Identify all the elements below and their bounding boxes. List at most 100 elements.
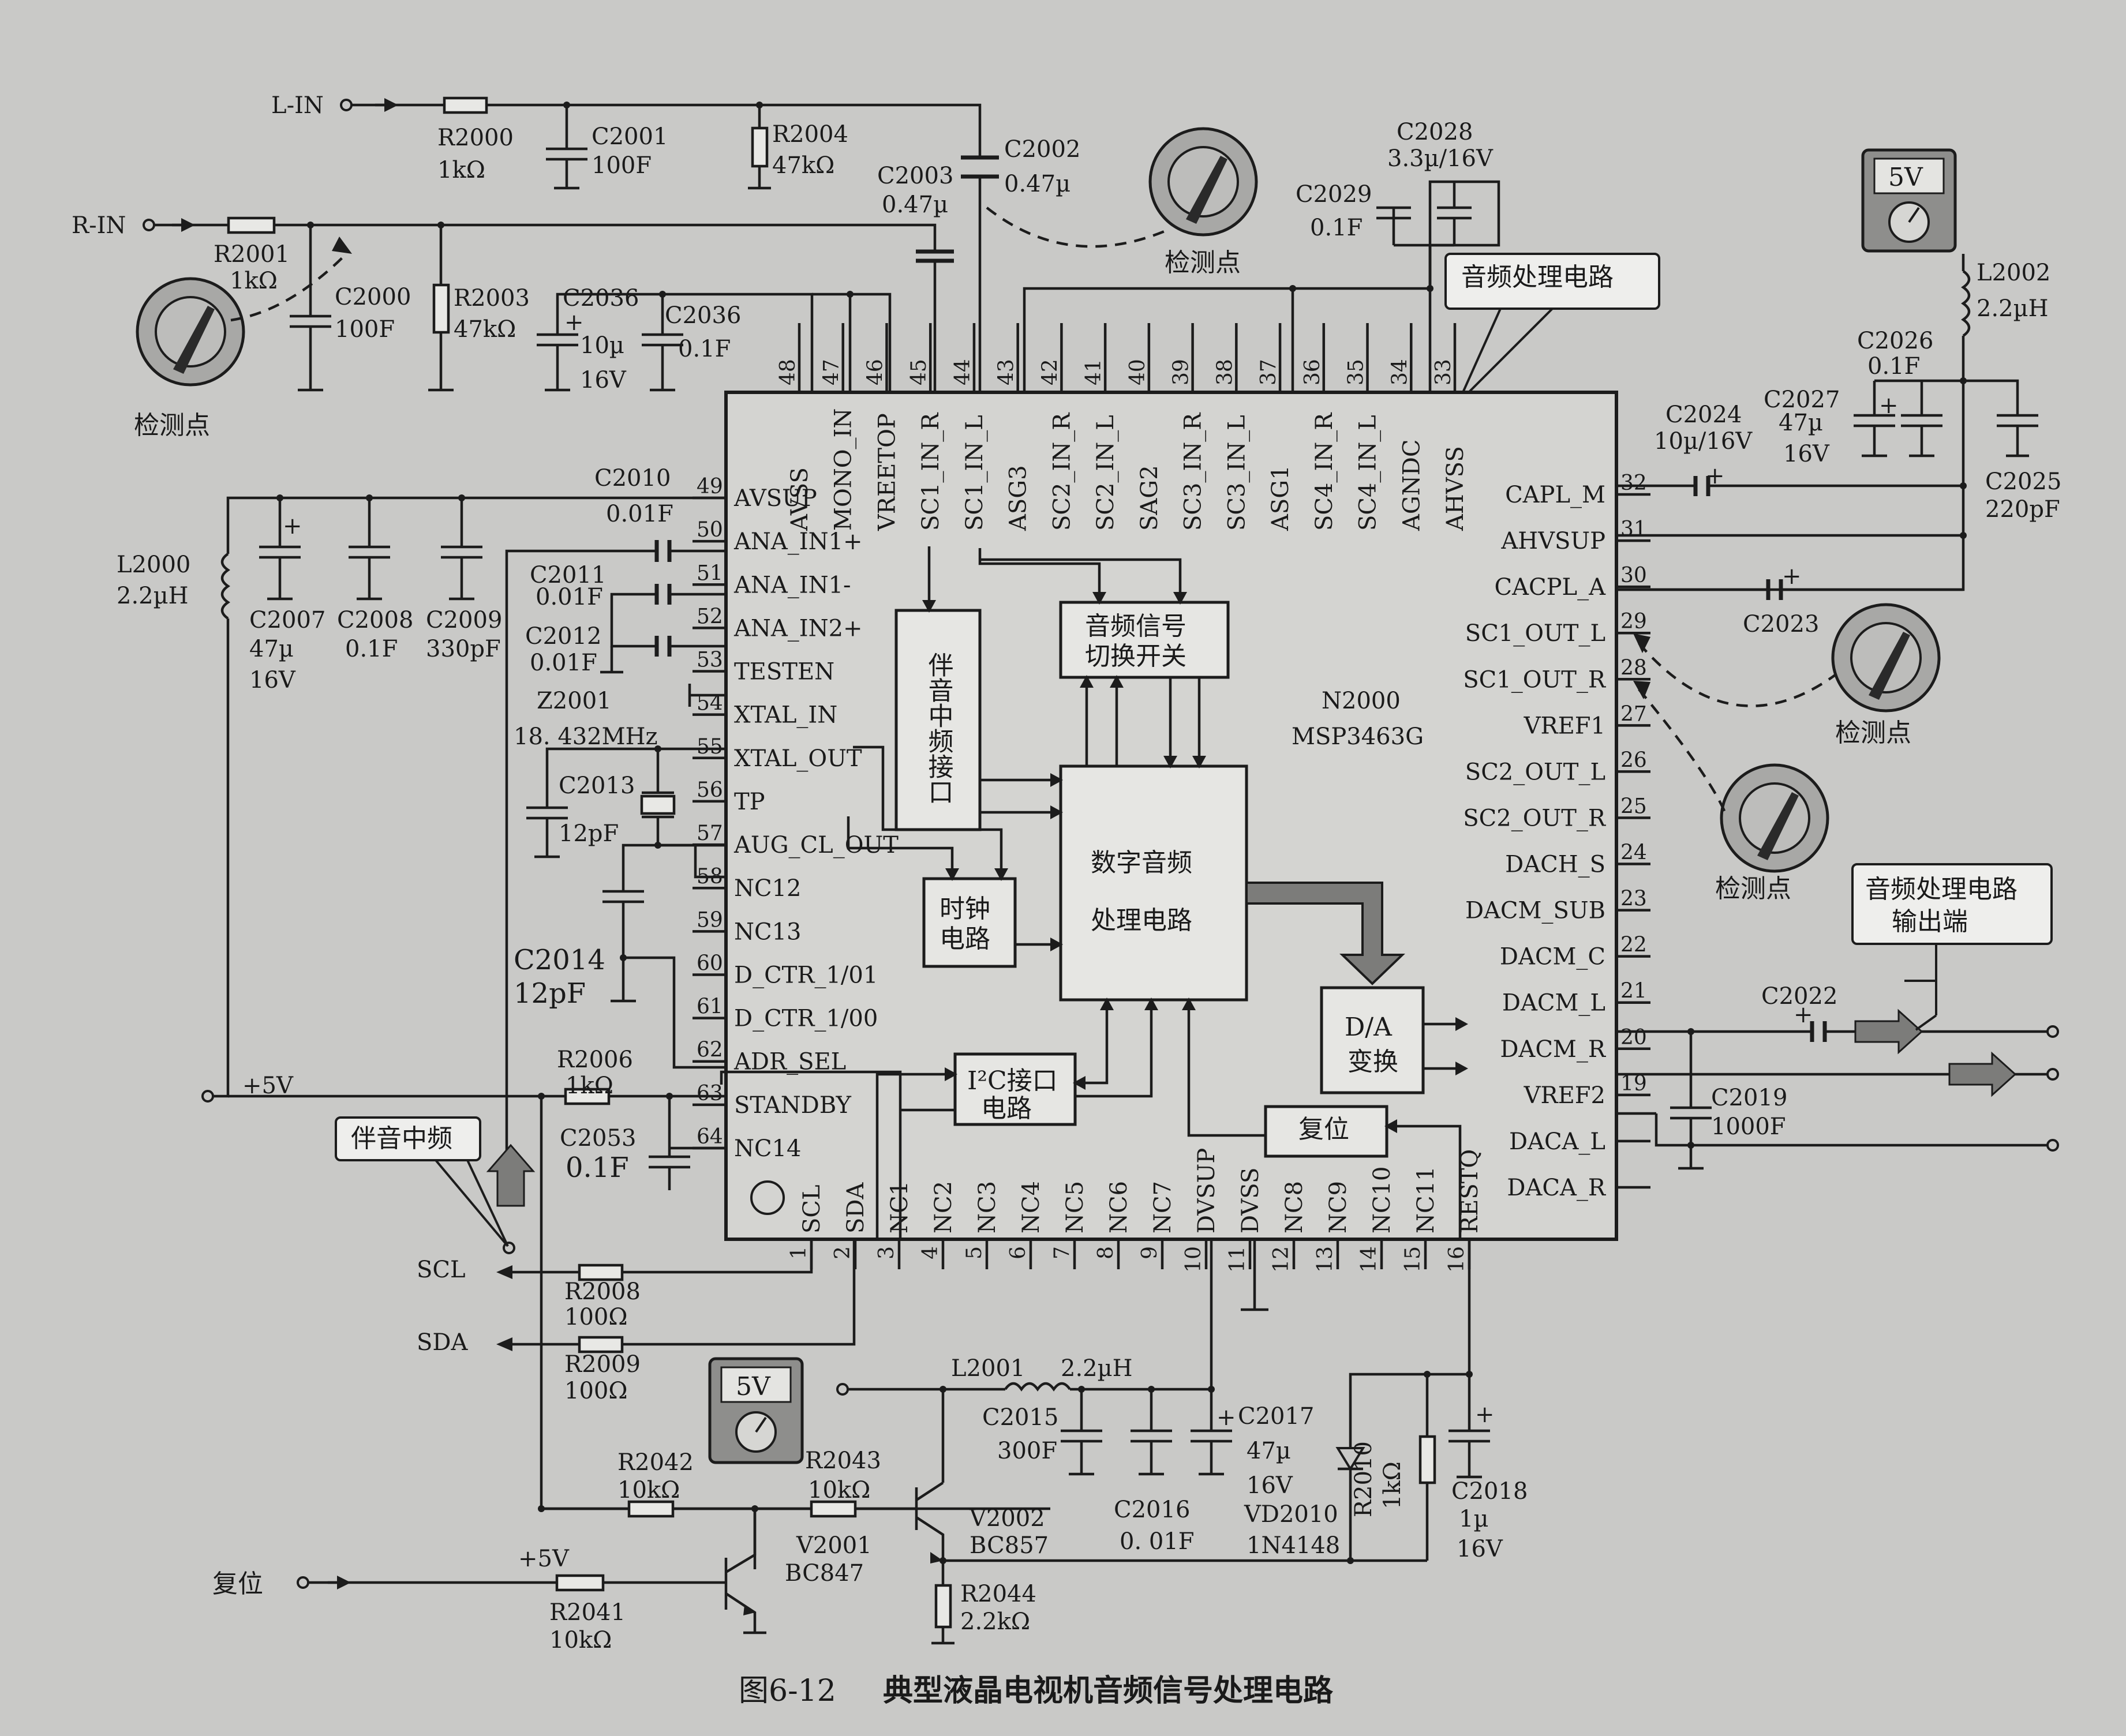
ic-pin-number: 7 xyxy=(1050,1246,1074,1259)
agndc-network xyxy=(1023,180,1500,392)
ic-pin-number: 4 xyxy=(919,1246,942,1259)
ic-pin-number: 51 xyxy=(697,561,723,585)
callout-audio-output-label-1: 音频处理电路 xyxy=(1865,875,2018,904)
probe-label-1: 检测点 xyxy=(134,411,210,440)
c2024-val: 10µ/16V xyxy=(1654,428,1753,455)
if-interface-label: 伴音中频接口 xyxy=(924,652,954,804)
c2016-val: 0. 01F xyxy=(1120,1528,1195,1555)
c2018-volt: 16V xyxy=(1457,1536,1503,1562)
vd2010-ref: VD2010 xyxy=(1244,1501,1338,1528)
l2002-ref: L2002 xyxy=(1977,260,2050,286)
ic-pins-bottom: 1SCL2SDA3NC14NC25NC36NC47NC58NC69NC710DV… xyxy=(787,1148,1483,1273)
c2018-ref: C2018 xyxy=(1451,1478,1528,1505)
ic-pin-name: DACA_L xyxy=(1509,1128,1605,1155)
c2014-ref: C2014 xyxy=(514,944,605,976)
ic-pin-number: 14 xyxy=(1357,1246,1381,1273)
ic-pin1-marker xyxy=(750,1180,785,1215)
c2029-val: 0.1F xyxy=(1310,215,1363,241)
ic-pin-number: 13 xyxy=(1313,1246,1337,1273)
multimeter-bottom xyxy=(708,1357,804,1464)
plus5v-label-left: +5V xyxy=(242,1073,294,1099)
ic-pin-number: 52 xyxy=(697,605,723,628)
ic-pin-name: AVSUP xyxy=(733,485,817,512)
probe-point-2 xyxy=(986,127,1258,248)
callout-audio-processing xyxy=(1444,253,1660,393)
ana-in-network xyxy=(505,540,726,1206)
c2036a-val: 10µ xyxy=(580,332,624,359)
ic-pin-name: NC13 xyxy=(734,918,802,945)
ic-pin-number: 38 xyxy=(1213,359,1237,385)
c2025-val: 220pF xyxy=(1985,496,2060,523)
ic-pin-number: 56 xyxy=(697,778,723,802)
ic-pin-number: 30 xyxy=(1620,564,1647,587)
ic-pin-name: DACA_R xyxy=(1507,1175,1606,1201)
ic-pin-number: 64 xyxy=(697,1125,723,1149)
vd2010-val: 1N4148 xyxy=(1247,1532,1340,1559)
ic-pin-name: SC1_OUT_R xyxy=(1463,666,1607,693)
ic-pin-name: DACM_L xyxy=(1502,990,1605,1017)
ic-pin-name: TP xyxy=(734,789,765,815)
l2002-val: 2.2µH xyxy=(1977,295,2049,322)
internal-signals xyxy=(720,546,1466,1239)
r2004-ref: R2004 xyxy=(772,121,848,148)
c2017-ref: C2017 xyxy=(1238,1403,1314,1430)
svg-text:+: + xyxy=(1475,1401,1495,1428)
c2027-val: 47µ xyxy=(1779,410,1823,436)
r2043-ref: R2043 xyxy=(805,1448,881,1474)
if-interface-block xyxy=(894,609,982,831)
plus5v-label-bottom: +5V xyxy=(518,1546,570,1572)
ic-pin-number: 37 xyxy=(1257,359,1281,385)
callout-if xyxy=(335,1116,536,1254)
ic-pin-name: D_CTR_1/01 xyxy=(734,962,878,988)
ic-pin-number: 47 xyxy=(820,359,844,385)
ic-pin-number: 43 xyxy=(995,359,1019,385)
c2009-val: 330pF xyxy=(426,636,501,662)
c2036-network: + xyxy=(537,291,892,392)
ic-pin-name: NC2 xyxy=(930,1181,957,1233)
ic-pin-name: NC9 xyxy=(1325,1181,1352,1233)
c2027-volt: 16V xyxy=(1783,441,1830,467)
ic-pin-number: 50 xyxy=(697,518,723,542)
ic-pin-number: 57 xyxy=(697,822,723,845)
audio-switch-label-1: 音频信号 xyxy=(1085,612,1186,641)
ic-pin-name: NC3 xyxy=(974,1181,1001,1233)
r2003-val: 47kΩ xyxy=(454,316,516,343)
reset-transistor-network xyxy=(297,1482,955,1645)
ic-pin-name: SC4_IN_R xyxy=(1311,412,1338,531)
l2001-val: 2.2µH xyxy=(1061,1355,1133,1382)
svg-text:+: + xyxy=(1217,1404,1236,1431)
internal-arrowheads xyxy=(922,592,1468,1133)
c2011-ref: C2011 xyxy=(530,562,606,588)
ic-pin-name: VREF2 xyxy=(1524,1082,1605,1109)
ic-pin-name: DVSS xyxy=(1237,1168,1264,1233)
output-network: + xyxy=(1616,1002,2059,1170)
ic-pin-number: 31 xyxy=(1620,518,1647,541)
ic-pin-number: 49 xyxy=(697,475,723,498)
ic-pin-name: NC6 xyxy=(1106,1181,1132,1233)
c2053-ref: C2053 xyxy=(560,1125,636,1152)
ic-pin-name: SC2_IN_R xyxy=(1049,412,1075,531)
c2011-val: 0.01F xyxy=(536,584,603,610)
c2014-val: 12pF xyxy=(514,977,586,1010)
ic-pin-name: ASG3 xyxy=(1005,465,1032,531)
svg-text:+: + xyxy=(1794,1002,1813,1028)
ic-pin-name: DACM_SUB xyxy=(1465,898,1605,924)
ic-pin-name: D_CTR_1/00 xyxy=(734,1006,878,1032)
ic-pin-name: XTAL_OUT xyxy=(734,745,862,772)
r2008-ref: R2008 xyxy=(564,1278,641,1305)
restq-network: + xyxy=(943,1239,1495,1564)
ic-pin-number: 44 xyxy=(951,359,975,385)
ic-pin-name: SC2_OUT_L xyxy=(1465,759,1605,785)
dsp-label-2: 处理电路 xyxy=(1091,906,1192,935)
c2000-ref: C2000 xyxy=(335,284,411,310)
probe-point-3 xyxy=(1633,603,1941,713)
c2002-val: 0.47µ xyxy=(1004,171,1071,197)
ic-pin-name: VREETOP xyxy=(874,413,900,531)
ic-pin-number: 1 xyxy=(787,1246,811,1259)
clock-block xyxy=(922,877,1017,968)
ic-pin-name: SAG2 xyxy=(1136,465,1163,531)
i2c-label-1: I²C接口 xyxy=(967,1066,1058,1096)
c2015-ref: C2015 xyxy=(982,1404,1058,1431)
c2025-ref: C2025 xyxy=(1985,468,2061,495)
